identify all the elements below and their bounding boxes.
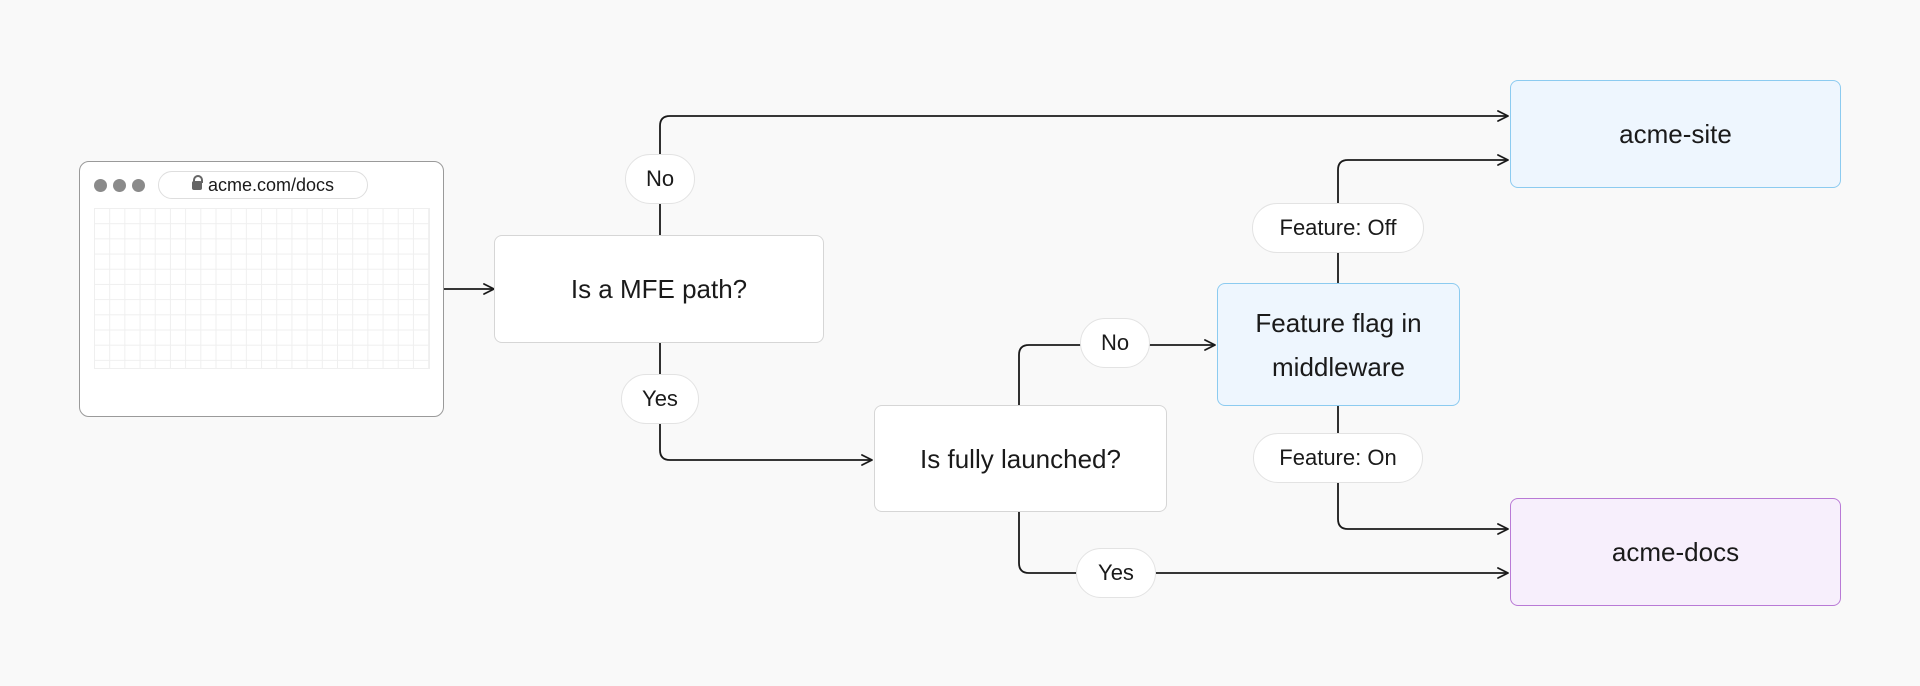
edge-feature-on-to-acme-docs — [1337, 406, 1509, 535]
node-acme-site-label: acme-site — [1619, 119, 1732, 149]
node-feature-flag-label-line1: Feature flag in — [1255, 307, 1422, 338]
edge-label-mfe-yes: Yes — [621, 374, 699, 424]
node-feature-flag: Feature flag in middleware — [1217, 283, 1460, 406]
node-mfe-path-question: Is a MFE path? — [494, 235, 824, 343]
edge-mfe-no-to-acme-site — [659, 110, 1509, 235]
lock-icon — [191, 175, 203, 192]
edge-label-feature-on: Feature: On — [1253, 433, 1423, 483]
node-acme-docs: acme-docs — [1510, 498, 1841, 606]
window-dot-icon — [132, 179, 145, 192]
address-bar: acme.com/docs — [158, 171, 368, 199]
window-dot-icon — [113, 179, 126, 192]
edge-feature-off-to-acme-site — [1337, 154, 1509, 283]
edge-mfe-yes-to-launched — [659, 343, 873, 466]
edge-label-feature-off: Feature: Off — [1252, 203, 1424, 253]
browser-window: acme.com/docs — [79, 161, 444, 417]
address-bar-url: acme.com/docs — [207, 174, 335, 195]
edge-launched-yes-to-acme-docs — [1018, 512, 1509, 579]
window-dot-icon — [94, 179, 107, 192]
edge-label-launched-yes: Yes — [1076, 548, 1156, 598]
node-acme-site: acme-site — [1510, 80, 1841, 188]
node-fully-launched-question-label: Is fully launched? — [920, 443, 1121, 474]
page-content-grid — [94, 208, 430, 369]
node-acme-docs-label: acme-docs — [1611, 537, 1740, 567]
edge-launched-no-to-feature-flag — [1018, 339, 1216, 405]
edge-label-launched-no: No — [1080, 318, 1150, 368]
edge-label-mfe-no: No — [625, 154, 695, 204]
node-mfe-path-question-label: Is a MFE path? — [570, 274, 748, 304]
node-feature-flag-label-line2: middleware — [1272, 351, 1405, 382]
node-fully-launched-question: Is fully launched? — [874, 405, 1167, 512]
